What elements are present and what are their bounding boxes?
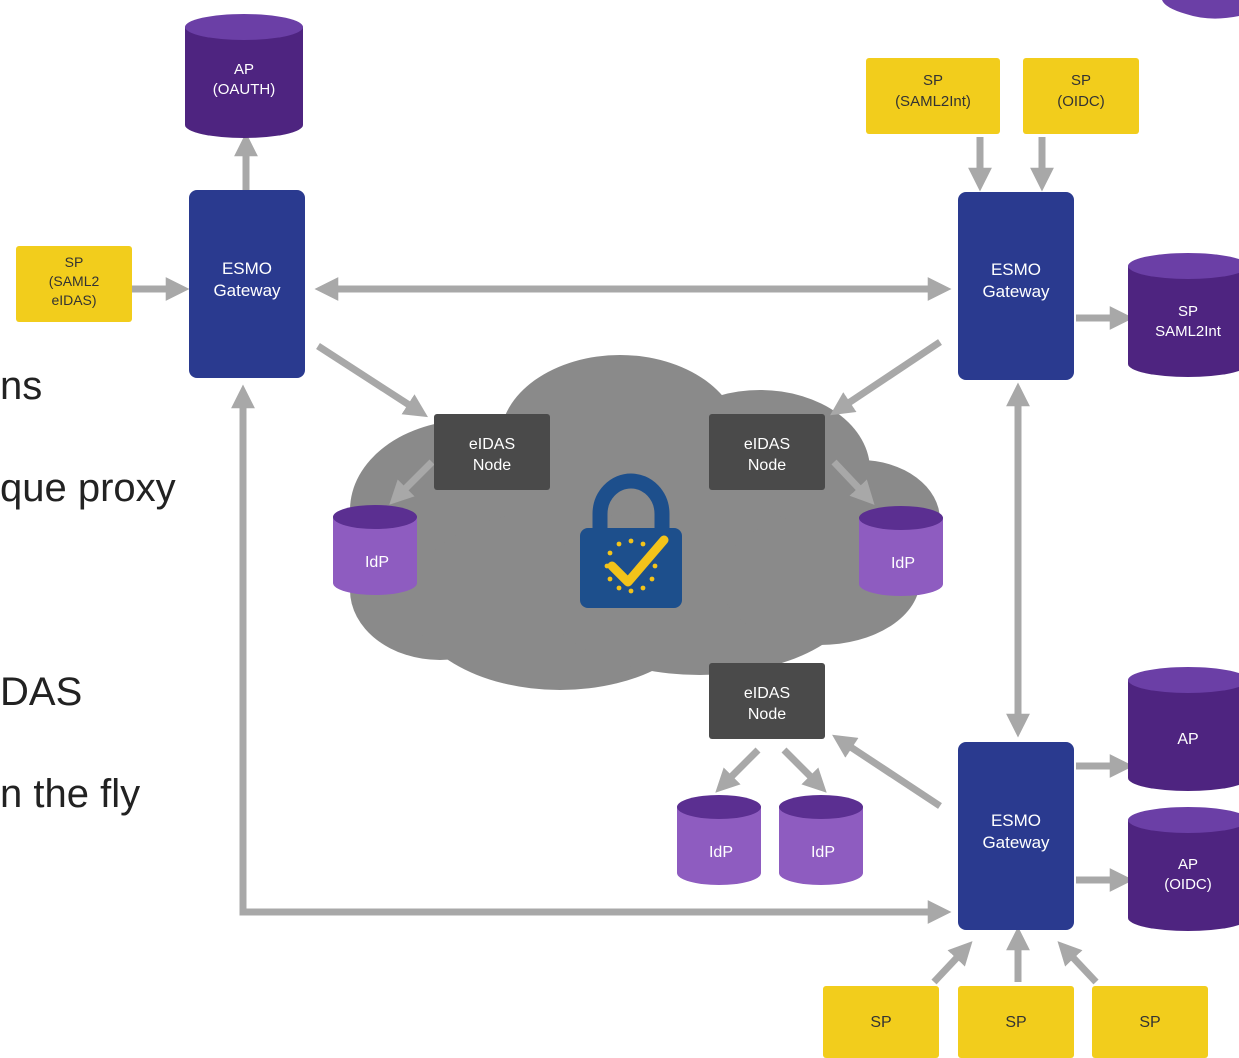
checkmark-icon [607, 535, 669, 587]
esmo-gateway-top-left: ESMO Gateway [189, 190, 305, 378]
svg-text:SP: SP [65, 254, 84, 270]
sp-saml2-eidas-box: SP (SAML2 eIDAS) [16, 246, 132, 322]
sp-bottom-box-3: SP [1092, 986, 1208, 1058]
svg-text:SP: SP [1178, 303, 1198, 320]
eidas-node-bottom: eIDAS Node [709, 663, 825, 739]
svg-text:eIDAS: eIDAS [469, 436, 515, 453]
sp-bottom-box-2: SP [958, 986, 1074, 1058]
arrow-gw-bottom-to-node [832, 734, 942, 809]
gateway-label-line2: Gateway [982, 282, 1050, 301]
svg-text:SAML2Int: SAML2Int [1155, 323, 1222, 340]
arrow-node-to-idp-2 [781, 747, 827, 793]
sp-saml2int-box: SP (SAML2Int) [866, 58, 1000, 134]
gateway-label-line2: Gateway [213, 281, 281, 300]
eidas-node-right: eIDAS Node [709, 414, 825, 490]
svg-text:eIDAS: eIDAS [744, 436, 790, 453]
database-idp-right: IdP [859, 506, 943, 596]
esmo-gateway-bottom-right: ESMO Gateway [958, 742, 1074, 930]
svg-text:SP: SP [1005, 1014, 1026, 1031]
svg-text:SP: SP [1139, 1014, 1160, 1031]
corner-logo-fragment [1162, 0, 1239, 19]
side-text-1: ns [0, 364, 43, 408]
database-idp-bottom-1: IdP [677, 795, 761, 885]
gateway-label-line2: Gateway [982, 833, 1050, 852]
gateway-label-line1: ESMO [991, 260, 1041, 279]
eidas-cloud [350, 355, 940, 690]
svg-text:SP: SP [923, 72, 943, 89]
eidas-node-left: eIDAS Node [434, 414, 550, 490]
svg-text:eIDAS): eIDAS) [51, 292, 96, 308]
eu-padlock-icon [580, 473, 682, 608]
esmo-gateway-top-right: ESMO Gateway [958, 192, 1074, 380]
arrow-gw-right-to-node [830, 339, 942, 416]
gateway-label-line1: ESMO [222, 259, 272, 278]
side-text-4: n the fly [0, 772, 141, 816]
svg-text:IdP: IdP [709, 844, 733, 861]
svg-text:eIDAS: eIDAS [744, 685, 790, 702]
database-idp-bottom-2: IdP [779, 795, 863, 885]
sp-oidc-box: SP (OIDC) [1023, 58, 1139, 134]
svg-text:(SAML2: (SAML2 [49, 273, 100, 289]
svg-text:IdP: IdP [365, 554, 389, 571]
arrow-sp3-to-gw [1057, 941, 1099, 985]
svg-text:SP: SP [1071, 72, 1091, 89]
svg-text:AP: AP [1177, 731, 1198, 748]
svg-text:Node: Node [748, 706, 786, 723]
connection-arrows [132, 132, 1134, 985]
database-ap: AP [1128, 667, 1239, 791]
svg-text:Node: Node [473, 457, 511, 474]
svg-text:SP: SP [870, 1014, 891, 1031]
gateway-label-line1: ESMO [991, 811, 1041, 830]
side-text-3: DAS [0, 670, 83, 714]
svg-text:(OIDC): (OIDC) [1057, 93, 1105, 110]
arrow-sp1-to-gw [931, 941, 973, 985]
svg-text:IdP: IdP [891, 555, 915, 572]
svg-text:Node: Node [748, 457, 786, 474]
database-ap-oauth: AP (OAUTH) [185, 14, 303, 138]
svg-text:IdP: IdP [811, 844, 835, 861]
arrow-gw-left-to-bottom [231, 384, 952, 924]
svg-text:AP: AP [1178, 856, 1198, 873]
svg-text:(OIDC): (OIDC) [1164, 876, 1212, 893]
side-text-2: que proxy [0, 466, 176, 510]
svg-text:(OAUTH): (OAUTH) [213, 81, 276, 98]
database-ap-oidc: AP (OIDC) [1128, 807, 1239, 931]
arrow-node-to-idp-1 [715, 747, 761, 793]
database-sp-saml2int: SP SAML2Int [1128, 253, 1239, 377]
sp-bottom-box-1: SP [823, 986, 939, 1058]
arrow-node-to-idp-left [389, 459, 435, 505]
database-idp-left: IdP [333, 505, 417, 595]
arrow-node-to-idp-right [831, 459, 875, 505]
svg-text:(SAML2Int): (SAML2Int) [895, 93, 971, 110]
arrow-gw-left-to-node [316, 343, 428, 418]
svg-text:AP: AP [234, 61, 254, 78]
